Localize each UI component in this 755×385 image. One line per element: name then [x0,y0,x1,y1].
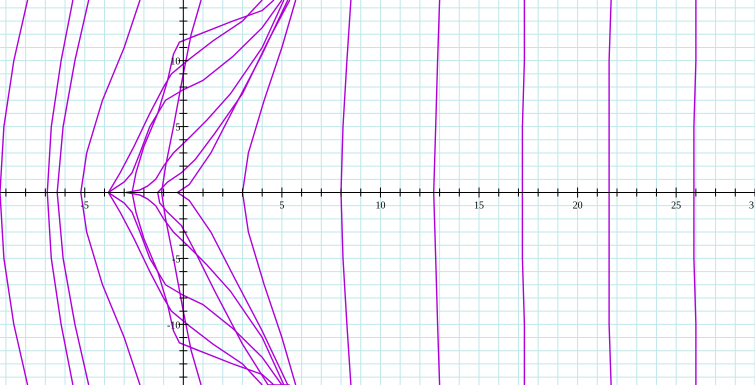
y-tick-label: -10 [167,320,180,331]
x-tick-label: 5 [279,201,284,212]
x-tick-label: 10 [375,201,385,212]
contour-curve [156,0,291,385]
x-tick-label: -5 [81,201,89,212]
tick-labels: -5 5 10 15 20 25 3 -10 -5 5 10 [81,57,754,332]
x-tick-label: 15 [474,201,484,212]
y-tick-label: 5 [175,123,180,134]
x-tick-label: 3 [749,201,754,212]
y-tick-label: -5 [172,254,180,265]
x-tick-label: 20 [573,201,583,212]
x-tick-label: 25 [671,201,681,212]
y-tick-label: 10 [170,57,180,68]
contour-curve [0,0,29,385]
